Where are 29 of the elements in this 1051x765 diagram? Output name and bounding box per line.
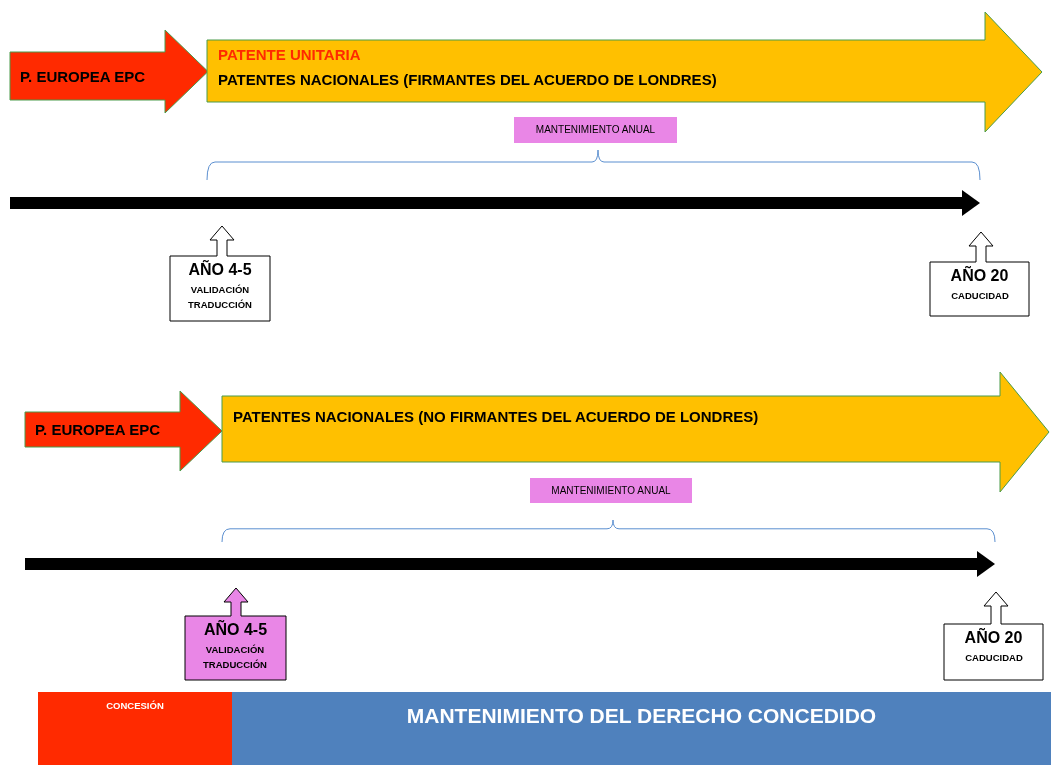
callout-box xyxy=(170,226,270,321)
callout-text: CADUCIDAD xyxy=(950,289,1010,303)
band-label: MANTENIMIENTO DEL DERECHO CONCEDIDO xyxy=(405,704,878,728)
callout-text: CADUCIDAD xyxy=(964,651,1024,665)
callout-box xyxy=(930,232,1029,316)
block-arrow xyxy=(207,12,1042,132)
year-label: AÑO 20 xyxy=(949,267,1010,285)
arrow-label: PATENTES NACIONALES (FIRMANTES DEL ACUERDO DE LONDRES) xyxy=(218,71,717,88)
phase-band xyxy=(38,692,232,765)
year-label: AÑO 20 xyxy=(963,629,1024,647)
arrow-label: P. EUROPEA EPC xyxy=(35,420,161,440)
arrow-label: P. EUROPEA EPC xyxy=(20,66,146,87)
label-box xyxy=(530,478,692,503)
callout-box xyxy=(185,588,286,680)
callout-text: VALIDACIÓN TRADUCCIÓN xyxy=(187,283,253,312)
callout-box xyxy=(944,592,1043,680)
block-arrow xyxy=(25,391,222,471)
arrow-label: PATENTE UNITARIA xyxy=(218,46,361,63)
callout-text: VALIDACIÓN TRADUCCIÓN xyxy=(202,643,268,672)
band-label: CONCESIÓN xyxy=(105,700,165,711)
label-box xyxy=(514,117,677,143)
year-label: AÑO 4-5 xyxy=(187,261,253,279)
label-text: MANTENIMIENTO ANUAL xyxy=(550,484,672,498)
label-text: MANTENIMIENTO ANUAL xyxy=(534,123,657,137)
year-label: AÑO 4-5 xyxy=(202,621,269,639)
block-arrow xyxy=(10,30,208,113)
arrow-label: PATENTES NACIONALES (NO FIRMANTES DEL ACUERDO DE LONDRES) xyxy=(233,408,759,425)
block-arrow xyxy=(222,372,1049,492)
phase-band xyxy=(232,692,1051,765)
